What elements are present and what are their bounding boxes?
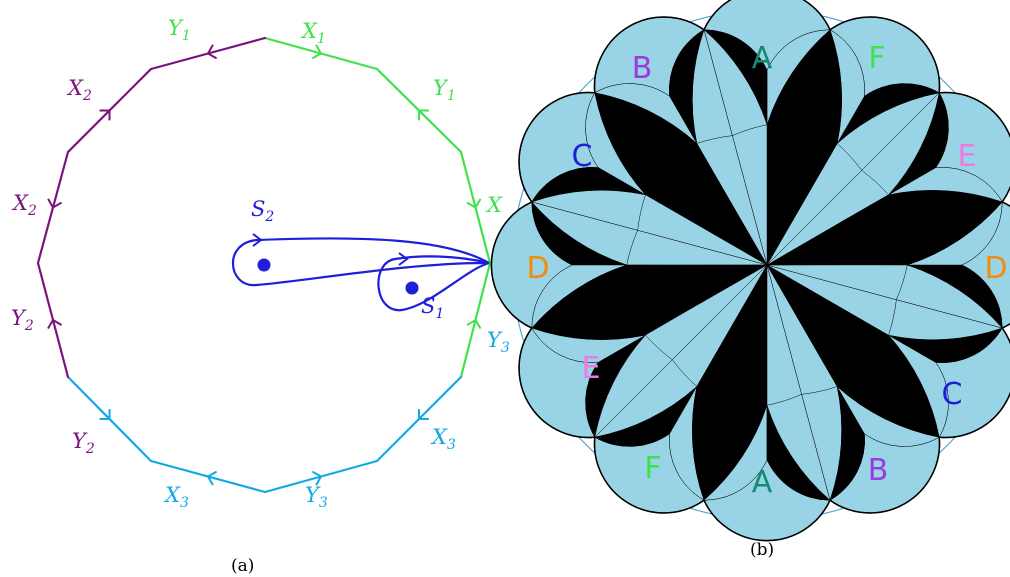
edge-arrow [417, 109, 429, 121]
tile [594, 386, 698, 447]
tile [669, 29, 705, 144]
tile [766, 394, 831, 501]
tile [888, 334, 949, 438]
tile [531, 327, 646, 363]
loop-s2-arrow [252, 233, 263, 247]
face-label: A [752, 465, 773, 500]
edge-label: Y2 [72, 429, 95, 457]
edge-arrows [47, 44, 482, 486]
face-label: B [632, 51, 653, 86]
tile [907, 264, 1003, 329]
edge-label: Y2 [11, 306, 34, 334]
tile [703, 405, 768, 501]
tile [531, 264, 638, 329]
loops [231, 233, 490, 312]
tile [531, 201, 627, 266]
tile [801, 28, 842, 144]
face-label: C [942, 377, 963, 412]
edge-label: X [485, 193, 503, 217]
tile [836, 83, 940, 144]
tiling [530, 28, 1004, 502]
edge-arrow [466, 318, 482, 330]
edge-arrow [47, 318, 63, 330]
tile [836, 359, 940, 438]
face-label: F [644, 451, 661, 486]
face-labels: A F B C E D D E C F A B [526, 41, 1007, 500]
edge-arrow [206, 44, 218, 60]
fundamental-domain-outline [490, 0, 1010, 542]
edge-label: X2 [11, 191, 37, 219]
face-label: D [984, 251, 1007, 286]
face-label: C [572, 139, 593, 174]
tile [766, 29, 831, 125]
edge-arrow [311, 44, 323, 60]
edge-label: X1 [300, 19, 326, 47]
loop-label-s1: S1 [421, 294, 444, 322]
edge-label: X3 [430, 425, 456, 453]
edge-arrow [47, 198, 63, 209]
tile [888, 299, 1004, 340]
edge-arrow [466, 198, 482, 209]
loop-s1-arrow [398, 252, 409, 266]
edge-label: X2 [66, 76, 92, 104]
face-label: E [958, 139, 977, 174]
loop-s2 [231, 237, 490, 287]
edge-arrow [418, 409, 429, 420]
tile [703, 29, 768, 136]
face-label: F [868, 41, 885, 76]
caption-a: (a) [231, 556, 254, 576]
face-label: D [526, 251, 549, 286]
edge-label: Y1 [433, 76, 456, 104]
edge-arrow [99, 109, 111, 121]
tile [585, 92, 646, 196]
puncture-s2 [257, 258, 271, 272]
tile [896, 201, 1003, 266]
tile [692, 386, 733, 502]
face-label: B [868, 453, 889, 488]
tile [861, 92, 940, 196]
edge-label: X3 [163, 483, 189, 511]
tile [888, 167, 1003, 203]
edge-arrow [311, 470, 323, 486]
loop-label-s2: S2 [251, 197, 274, 225]
tile [530, 190, 646, 231]
caption-b: (b) [750, 540, 774, 560]
puncture-s1 [405, 281, 419, 295]
edge-arrow [99, 409, 111, 421]
edge-label: Y3 [305, 483, 328, 511]
tile [594, 334, 673, 438]
loop-s1 [377, 255, 490, 312]
face-label: A [752, 41, 773, 76]
edge-arrow [206, 470, 218, 486]
face-label: E [582, 351, 601, 386]
tile [594, 92, 698, 171]
edge-label: Y1 [168, 16, 191, 44]
panel-b: A F B C E D D E C F A B (b) [490, 0, 1010, 560]
edge-label: Y3 [487, 328, 510, 356]
tile [829, 386, 865, 501]
